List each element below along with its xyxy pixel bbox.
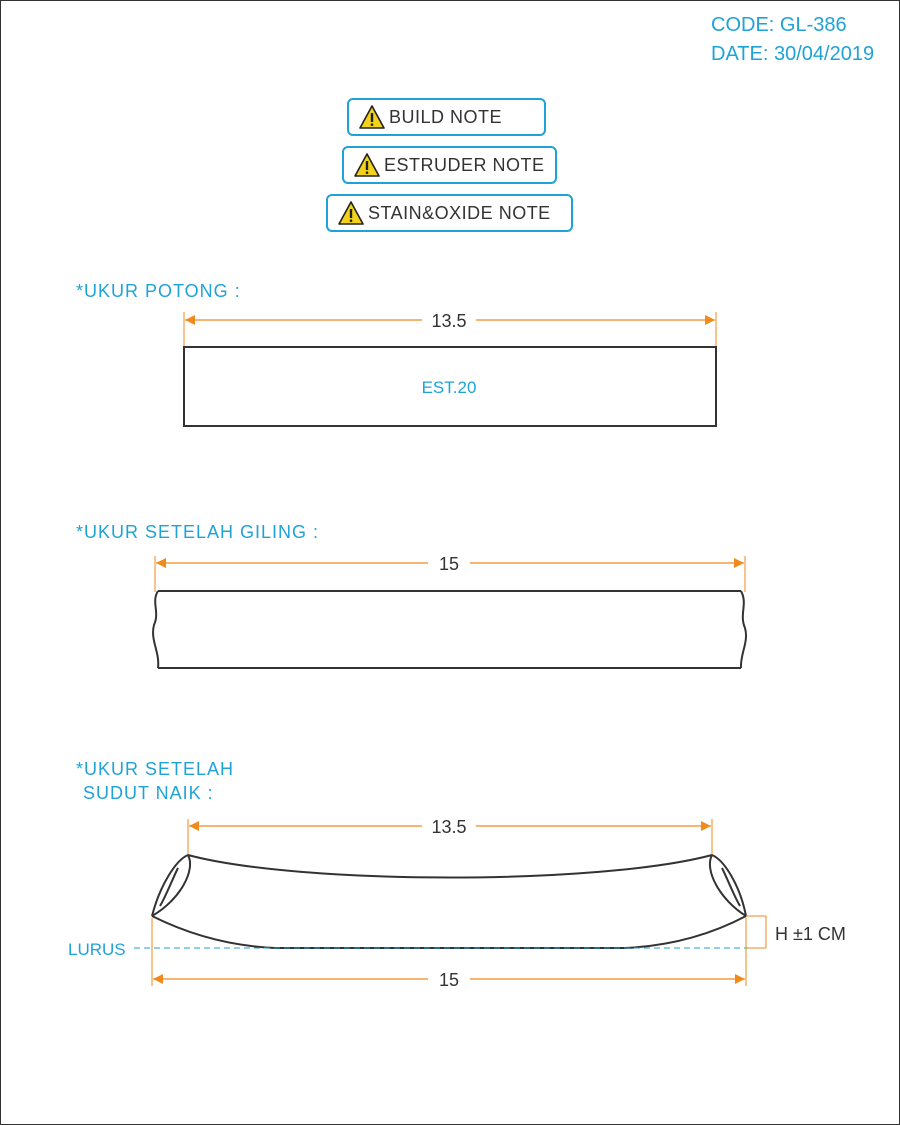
potong-dimension: 13.5	[183, 311, 717, 348]
warning-icon	[338, 201, 364, 225]
ukur-sudut-label-line1: *UKUR SETELAH	[76, 759, 235, 779]
lurus-label: LURUS	[68, 940, 126, 959]
code-label: CODE: GL-386	[711, 14, 847, 36]
curved-piece-shape	[151, 854, 747, 949]
potong-width-label: 13.5	[431, 311, 466, 331]
est-label: EST.20	[422, 378, 477, 397]
ukur-sudut-label-line2: SUDUT NAIK :	[83, 783, 214, 803]
stain-oxide-note-button[interactable]: STAIN&OXIDE NOTE	[326, 194, 573, 232]
giling-dimension: 15	[154, 554, 746, 592]
sudut-top-width-label: 13.5	[431, 817, 466, 837]
sudut-top-dimension: 13.5	[187, 817, 713, 855]
build-note-button[interactable]: BUILD NOTE	[347, 98, 546, 136]
warning-icon	[354, 153, 380, 177]
sudut-bottom-dimension: 15	[151, 918, 747, 990]
height-bracket	[746, 915, 767, 949]
giling-width-label: 15	[439, 554, 459, 574]
rolled-log-shape	[152, 590, 747, 669]
ukur-giling-label: *UKUR SETELAH GILING :	[76, 522, 320, 542]
cut-slab-shape	[183, 346, 717, 427]
estruder-note-label: ESTRUDER NOTE	[384, 154, 545, 175]
warning-icon	[359, 105, 385, 129]
ukur-potong-label: *UKUR POTONG :	[76, 281, 241, 301]
height-tolerance-label: H ±1 CM	[775, 924, 846, 944]
sudut-bottom-width-label: 15	[439, 970, 459, 990]
estruder-note-button[interactable]: ESTRUDER NOTE	[342, 146, 557, 184]
build-note-label: BUILD NOTE	[389, 106, 503, 127]
date-label: DATE: 30/04/2019	[711, 43, 875, 65]
stain-oxide-note-label: STAIN&OXIDE NOTE	[368, 202, 551, 223]
